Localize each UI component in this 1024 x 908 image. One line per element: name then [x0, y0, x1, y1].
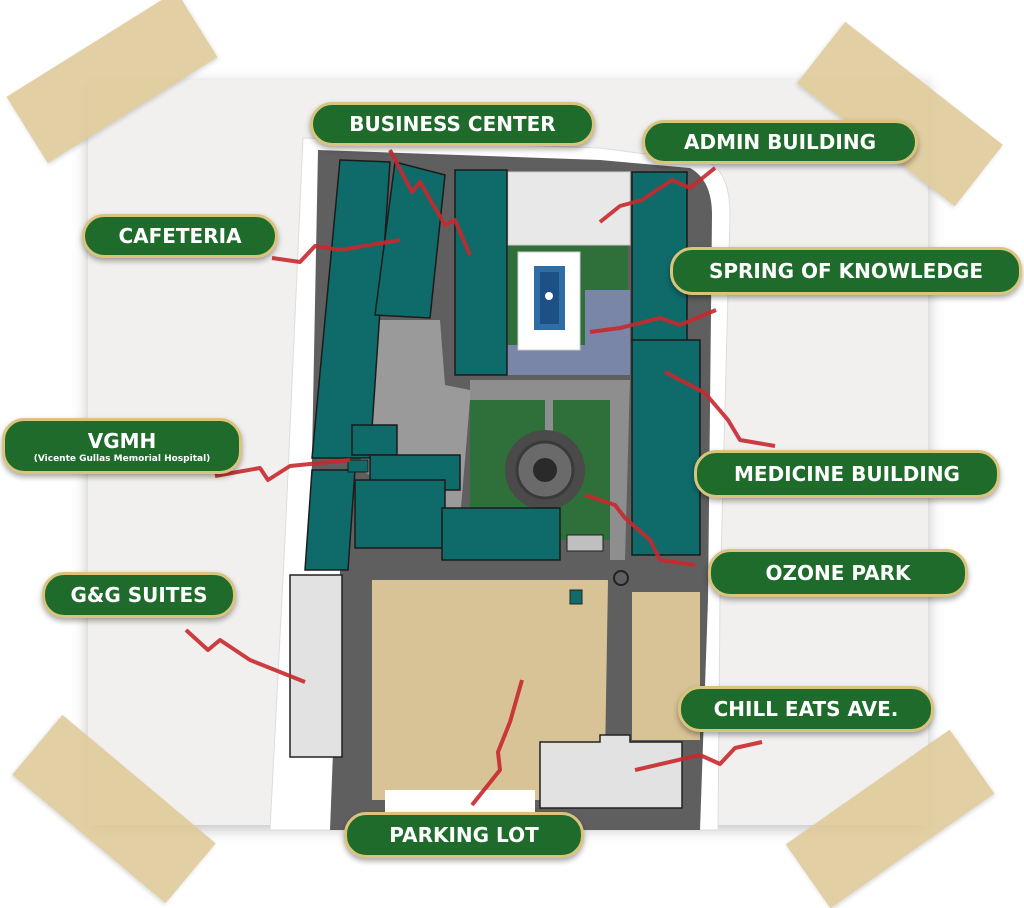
label-spring-of-knowledge[interactable]: SPRING OF KNOWLEDGE: [670, 247, 1022, 295]
pointer-parking-lot: [470, 679, 524, 807]
medicine-building: [631, 339, 701, 556]
label-gg-suites-text: G&G SUITES: [70, 583, 208, 607]
spring-fountain: [545, 292, 553, 300]
west-wing-building: [454, 169, 508, 376]
pointer-medicine-building: [664, 370, 776, 448]
label-admin-building-text: ADMIN BUILDING: [684, 130, 876, 154]
pointer-ozone-park: [584, 493, 696, 567]
pointer-business-center: [388, 149, 472, 256]
label-business-center-text: BUSINESS CENTER: [349, 112, 556, 136]
vgmh-entrance: [347, 459, 369, 473]
label-chill-eats-text: CHILL EATS AVE.: [713, 697, 899, 721]
gg-suites-building: [289, 574, 343, 758]
chill-eats-building: [539, 734, 683, 809]
pointer-admin-building: [598, 166, 717, 224]
label-vgmh-full-name: (Vicente Gullas Memorial Hospital): [33, 453, 211, 464]
label-admin-building[interactable]: ADMIN BUILDING: [642, 120, 918, 164]
label-cafeteria[interactable]: CAFETERIA: [82, 214, 278, 258]
ozone-park-fountain-center: [533, 458, 557, 482]
label-ozone-park-text: OZONE PARK: [765, 561, 911, 585]
vgmh-main-block: [354, 479, 446, 549]
label-gg-suites[interactable]: G&G SUITES: [42, 572, 236, 618]
label-parking-lot-text: PARKING LOT: [389, 823, 539, 847]
label-parking-lot[interactable]: PARKING LOT: [344, 812, 584, 858]
label-vgmh-text: VGMH: [87, 428, 157, 453]
pointer-cafeteria: [271, 238, 401, 264]
pointer-chill-eats: [634, 740, 763, 772]
pointer-vgmh: [214, 458, 351, 482]
east-block-building: [441, 507, 561, 561]
pointer-gg-suites: [184, 628, 306, 684]
label-business-center[interactable]: BUSINESS CENTER: [310, 102, 595, 146]
ozone-park-path: [545, 400, 553, 440]
small-structure: [566, 534, 604, 552]
plaza-east: [470, 380, 630, 560]
vgmh-building-annex: [351, 424, 398, 456]
label-medicine-building[interactable]: MEDICINE BUILDING: [694, 450, 1000, 498]
vgmh-building: [304, 469, 356, 571]
pointer-spring-of-knowledge: [589, 308, 717, 334]
label-vgmh[interactable]: VGMH (Vicente Gullas Memorial Hospital): [2, 418, 242, 474]
label-cafeteria-text: CAFETERIA: [118, 224, 242, 248]
label-ozone-park[interactable]: OZONE PARK: [708, 549, 968, 597]
admin-building: [507, 171, 631, 246]
label-medicine-building-text: MEDICINE BUILDING: [734, 462, 960, 486]
business-center-building: [374, 161, 446, 319]
kiosk: [569, 589, 583, 605]
label-chill-eats[interactable]: CHILL EATS AVE.: [678, 686, 934, 732]
label-spring-of-knowledge-text: SPRING OF KNOWLEDGE: [708, 259, 984, 283]
roundabout-marker: [613, 570, 629, 586]
courtyard-walkway-east: [585, 290, 630, 345]
